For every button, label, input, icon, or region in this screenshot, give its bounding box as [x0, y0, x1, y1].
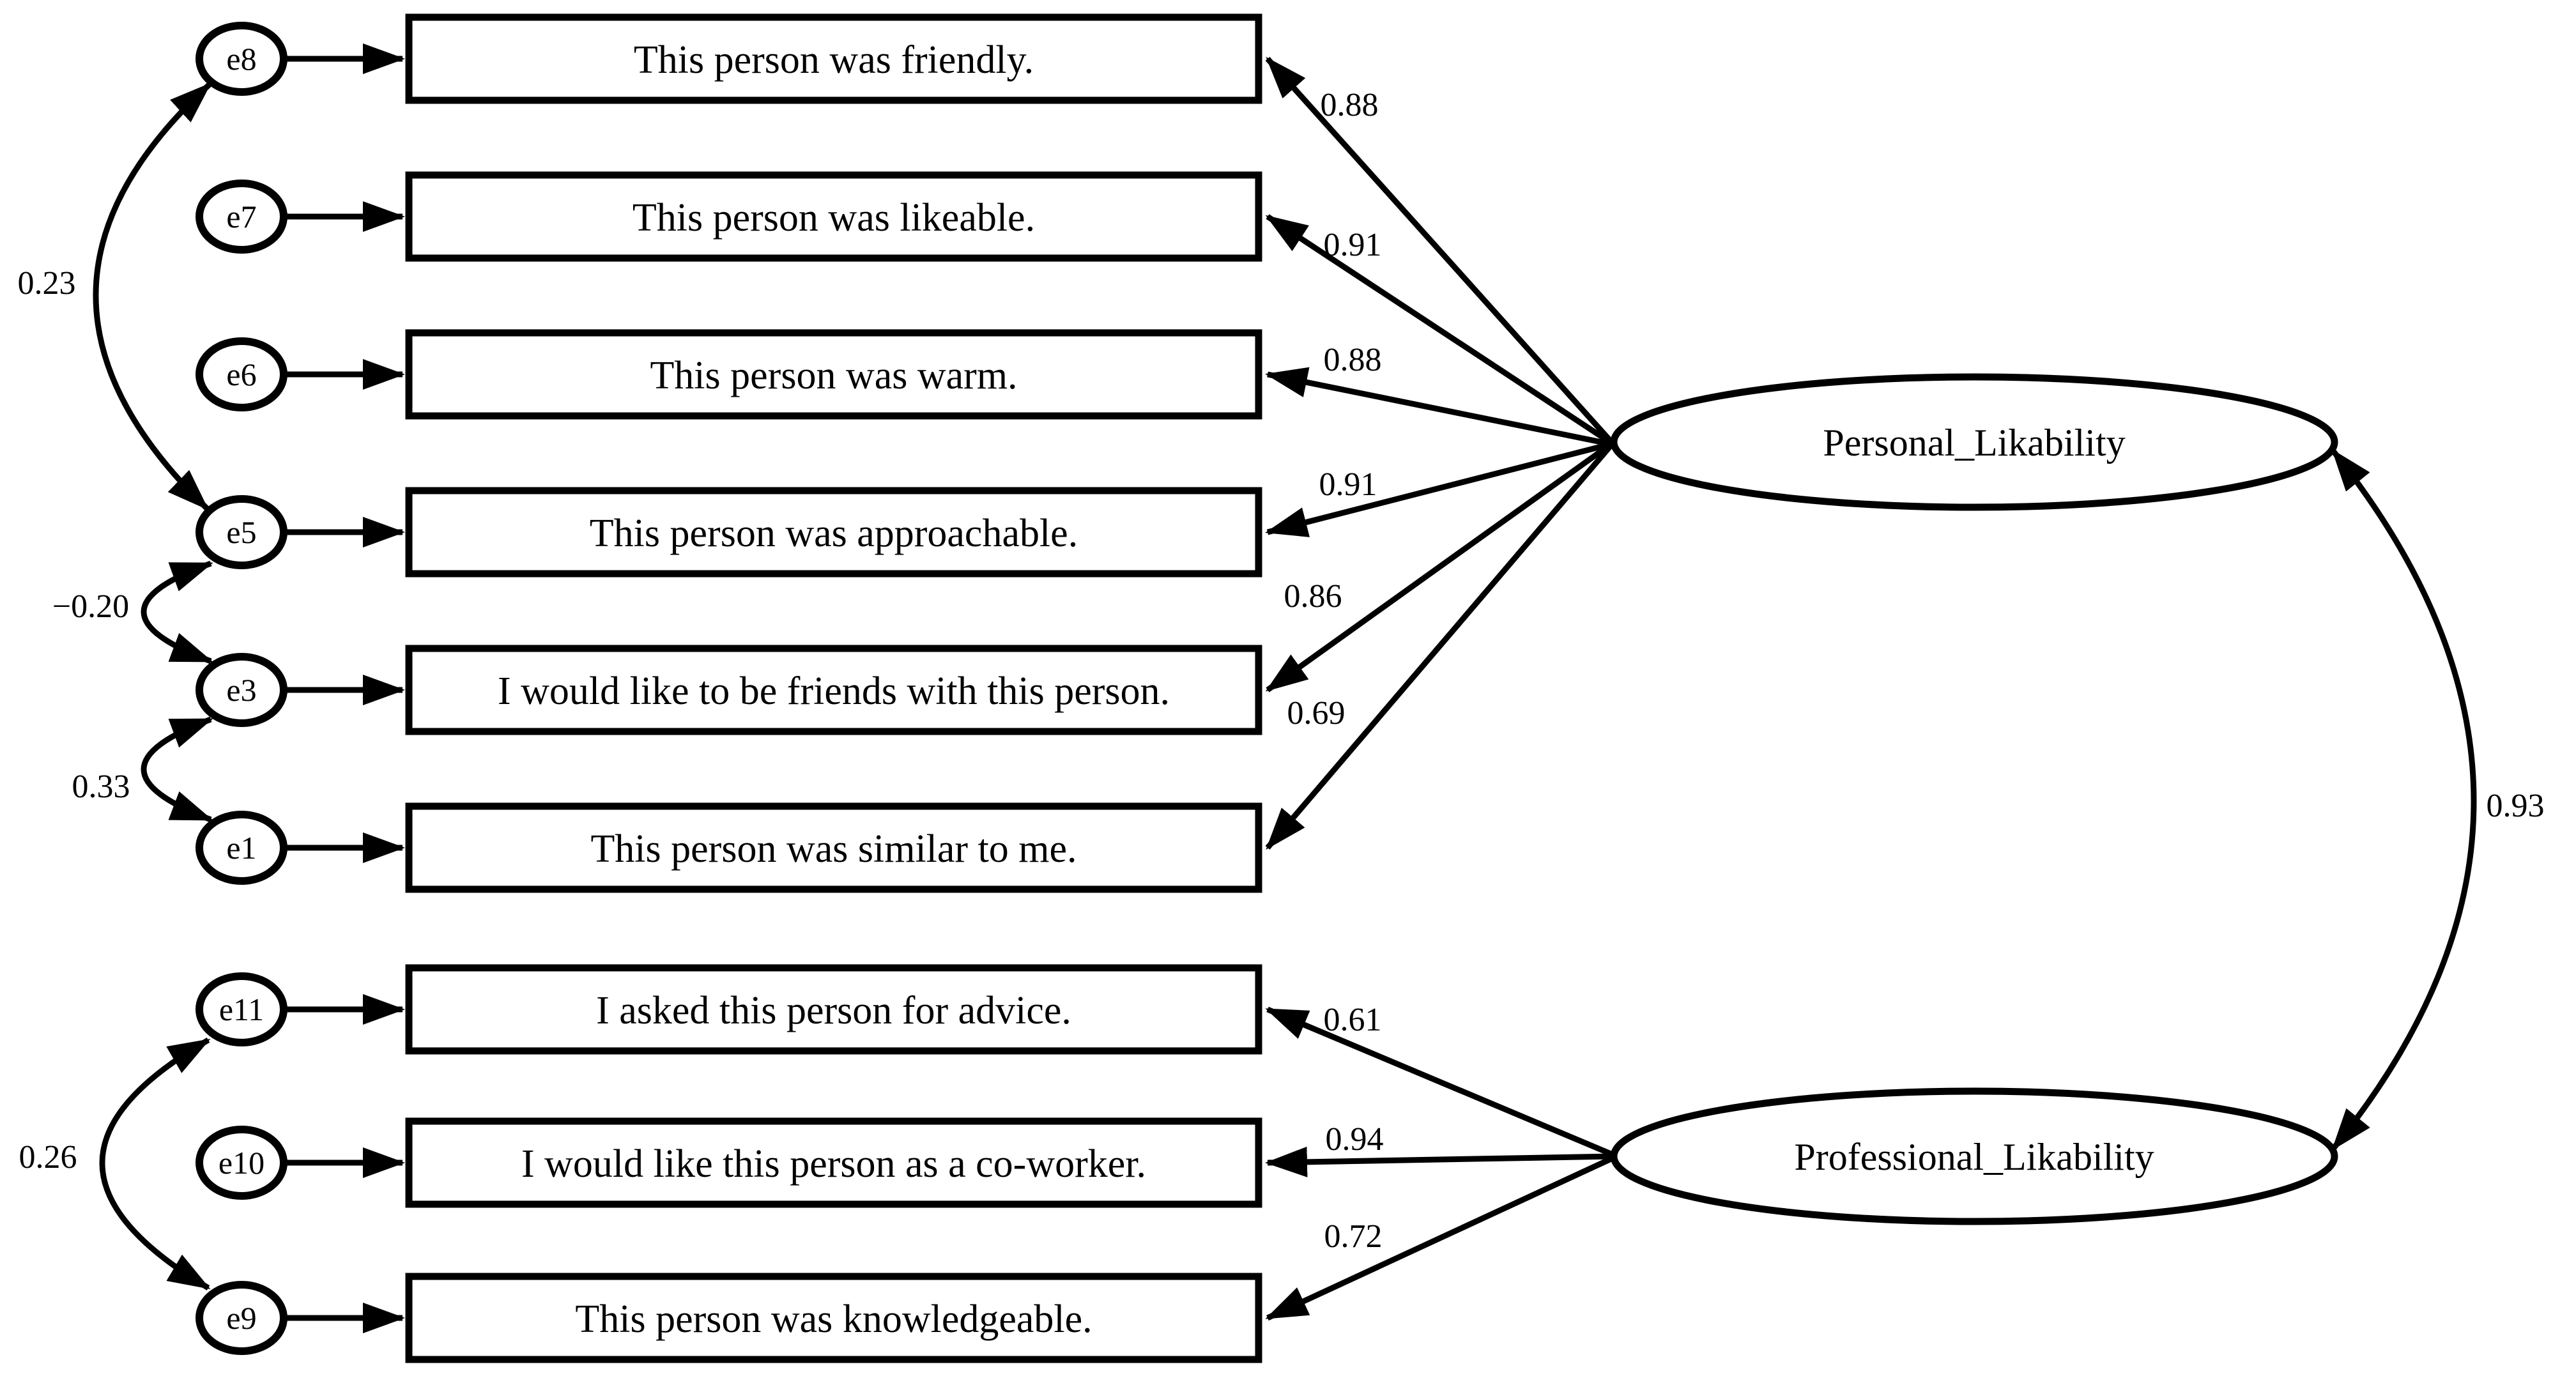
indicator-row-friends: I would like to be friends with this per… [405, 645, 1262, 735]
error-name-e10: e10 [218, 1145, 264, 1181]
error-name-e5: e5 [226, 514, 256, 550]
loading-value-knowledgeable: 0.72 [1324, 1218, 1383, 1255]
error-term-e1: e1 [195, 811, 288, 885]
latent-ellipse-personal [1610, 373, 2338, 511]
error-circle-e9 [195, 1281, 288, 1355]
error-circle-e8 [195, 22, 288, 96]
indicator-label-advice: I asked this person for advice. [596, 989, 1071, 1032]
indicator-label-friendly: This person was friendly. [634, 38, 1034, 82]
error-name-e8: e8 [226, 41, 256, 77]
covariance-curve-e8-e5 [93, 82, 212, 511]
indicator-row-approachable: This person was approachable. [405, 487, 1262, 578]
indicator-row-warm: This person was warm. [405, 329, 1262, 420]
indicator-label-knowledgeable: This person was knowledgeable. [575, 1298, 1092, 1341]
covariance-value-e5-e3: −0.20 [52, 588, 129, 625]
error-term-e5: e5 [195, 495, 288, 569]
error-name-e1: e1 [226, 830, 256, 866]
loading-value-friends: 0.86 [1284, 578, 1342, 615]
error-name-e9: e9 [226, 1300, 256, 1336]
indicator-row-knowledgeable: This person was knowledgeable. [405, 1273, 1262, 1363]
covariance-value-e3-e1: 0.33 [72, 769, 130, 805]
loading-path-similar [1265, 440, 1616, 850]
loading-value-friendly: 0.88 [1321, 87, 1379, 123]
latent-factor-personal: Personal_Likability [1610, 373, 2338, 511]
loading-value-likeable: 0.91 [1324, 227, 1382, 263]
indicator-label-warm: This person was warm. [650, 354, 1017, 397]
indicator-box-similar [405, 802, 1262, 893]
latent-ellipse-professional [1610, 1087, 2338, 1225]
indicator-box-advice [405, 964, 1262, 1055]
indicator-box-coworker [405, 1117, 1262, 1208]
error-term-e9: e9 [195, 1281, 288, 1355]
factor-correlation-value: 0.93 [2487, 788, 2545, 824]
indicator-label-coworker: I would like this person as a co-worker. [521, 1142, 1146, 1186]
loading-path-warm [1265, 367, 1614, 448]
indicator-box-approachable [405, 487, 1262, 578]
loading-path-knowledgeable [1265, 1154, 1615, 1321]
factor-correlation-curve [2331, 448, 2477, 1151]
error-name-e11: e11 [219, 991, 264, 1027]
covariance-curve-e5-e3 [141, 560, 213, 664]
indicator-box-friendly [405, 13, 1262, 104]
latent-factor-professional: Professional_Likability [1610, 1087, 2338, 1225]
error-term-e11: e11 [195, 972, 288, 1046]
indicator-row-similar: This person was similar to me. [405, 802, 1262, 893]
error-name-e6: e6 [226, 356, 256, 392]
indicator-label-similar: This person was similar to me. [590, 827, 1077, 871]
loading-path-friends [1265, 440, 1616, 693]
error-name-e7: e7 [226, 199, 256, 234]
indicator-box-likeable [405, 171, 1262, 262]
covariance-value-e11-e9: 0.26 [19, 1139, 77, 1175]
error-circle-e6 [195, 337, 288, 411]
indicator-label-likeable: This person was likeable. [632, 196, 1035, 240]
loading-value-advice: 0.61 [1324, 1002, 1382, 1038]
loading-path-friendly [1265, 56, 1616, 447]
indicator-row-friendly: This person was friendly. [405, 13, 1262, 104]
error-term-e8: e8 [195, 22, 288, 96]
error-circle-e1 [195, 811, 288, 885]
error-circle-e7 [195, 180, 288, 254]
indicator-box-friends [405, 645, 1262, 735]
indicator-box-warm [405, 329, 1262, 420]
loading-value-coworker: 0.94 [1326, 1121, 1384, 1158]
latent-label-personal: Personal_Likability [1823, 422, 2125, 464]
covariance-curve-e11-e9 [99, 1037, 211, 1290]
error-circle-e5 [195, 495, 288, 569]
error-term-e3: e3 [195, 653, 288, 727]
loading-path-likeable [1265, 214, 1616, 447]
error-circle-e10 [195, 1126, 288, 1200]
indicator-row-coworker: I would like this person as a co-worker. [405, 1117, 1262, 1208]
error-term-e10: e10 [195, 1126, 288, 1200]
error-circle-e11 [195, 972, 288, 1046]
covariance-curve-e3-e1 [141, 716, 213, 823]
indicator-label-friends: I would like to be friends with this per… [498, 670, 1170, 713]
indicator-label-approachable: This person was approachable. [590, 512, 1078, 555]
indicator-row-likeable: This person was likeable. [405, 171, 1262, 262]
loading-value-warm: 0.88 [1324, 342, 1382, 378]
indicator-box-knowledgeable [405, 1273, 1262, 1363]
error-name-e3: e3 [226, 672, 256, 708]
loading-path-approachable [1265, 440, 1615, 537]
loading-value-similar: 0.69 [1287, 695, 1346, 731]
error-term-e6: e6 [195, 337, 288, 411]
error-term-e7: e7 [195, 180, 288, 254]
loading-path-coworker [1265, 1146, 1614, 1177]
indicator-row-advice: I asked this person for advice. [405, 964, 1262, 1055]
covariance-value-e8-e5: 0.23 [18, 265, 76, 302]
error-circle-e3 [195, 653, 288, 727]
latent-label-professional: Professional_Likability [1794, 1136, 2154, 1178]
loading-value-approachable: 0.91 [1319, 466, 1377, 503]
loading-path-advice [1265, 1006, 1615, 1158]
